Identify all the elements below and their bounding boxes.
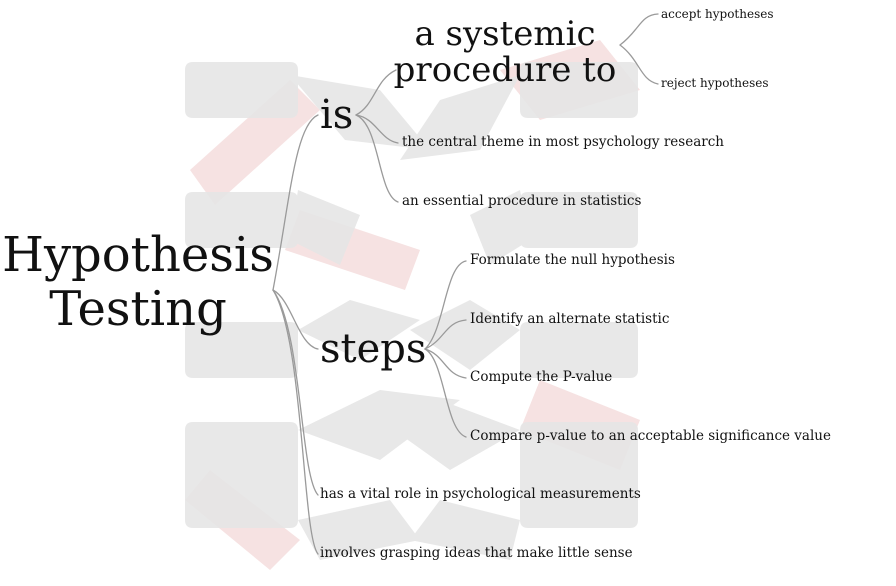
root-title-line-2: Testing — [49, 281, 227, 337]
connector-is-leaf-2 — [355, 114, 399, 203]
connector-root-extra-2 — [272, 289, 319, 555]
procedure-line-2: procedure to — [393, 50, 617, 90]
connector-procedure-accept — [619, 13, 659, 46]
step-1: Formulate the null hypothesis — [470, 252, 675, 268]
branch-steps: steps — [320, 326, 427, 372]
branch-procedure: a systemic procedure to — [388, 16, 622, 88]
step-2: Identify an alternate statistic — [470, 311, 670, 327]
connector-steps-1 — [424, 260, 467, 350]
root-topic: Hypothesis Testing — [0, 228, 276, 336]
connector-is-procedure — [355, 69, 397, 116]
leaf-grasping-ideas: involves grasping ideas that make little… — [320, 545, 633, 561]
connector-root-extra-1 — [272, 289, 319, 496]
connector-root-steps — [272, 289, 319, 350]
connector-steps-3 — [424, 348, 467, 379]
connector-steps-2 — [424, 319, 467, 350]
connector-procedure-reject — [619, 44, 659, 85]
step-4: Compare p-value to an acceptable signifi… — [470, 428, 831, 444]
leaf-essential-procedure: an essential procedure in statistics — [402, 193, 642, 209]
leaf-reject-hypotheses: reject hypotheses — [661, 76, 769, 90]
step-3: Compute the P-value — [470, 369, 613, 385]
branch-is: is — [320, 92, 354, 138]
root-title-line-1: Hypothesis — [2, 227, 274, 283]
connector-steps-4 — [424, 348, 467, 438]
leaf-accept-hypotheses: accept hypotheses — [661, 7, 774, 21]
connector-is-leaf-1 — [355, 114, 399, 144]
leaf-central-theme: the central theme in most psychology res… — [402, 134, 724, 150]
leaf-vital-role: has a vital role in psychological measur… — [320, 486, 641, 502]
procedure-line-1: a systemic — [414, 14, 596, 54]
connector-root-is — [272, 114, 319, 291]
